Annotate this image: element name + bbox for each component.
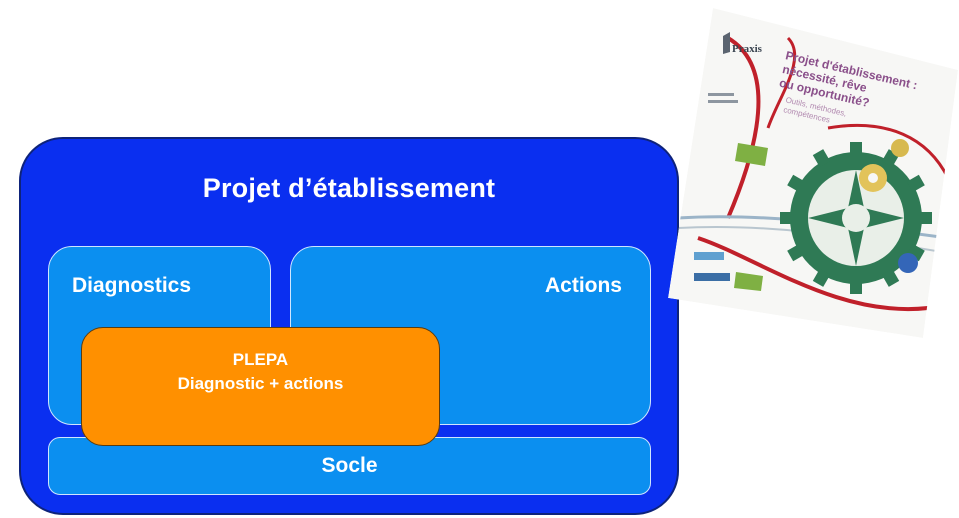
projet-etablissement-container: Projet d’établissement Diagnostics Actio…	[19, 137, 679, 515]
book-cover-image: Praxis Projet d'établissement : nécessit…	[668, 8, 958, 338]
red-curve	[726, 36, 761, 219]
partner-logo	[694, 252, 724, 260]
actions-label: Actions	[544, 274, 622, 297]
red-curve	[697, 236, 929, 312]
praxis-logo-icon	[723, 32, 730, 54]
author-text-mark	[708, 93, 734, 96]
diagnostics-label: Diagnostics	[72, 274, 192, 297]
partner-logo	[694, 273, 730, 281]
green-block	[735, 143, 768, 166]
plepa-box: PLEPA Diagnostic + actions	[81, 327, 440, 446]
plepa-subtitle: Diagnostic + actions	[177, 374, 344, 393]
projet-etablissement-title: Projet d’établissement	[202, 173, 496, 203]
book-cover-svg: Praxis Projet d'établissement : nécessit…	[668, 8, 958, 338]
plepa-title: PLEPA	[232, 350, 289, 369]
small-gear-icon	[898, 253, 918, 273]
red-curve	[827, 123, 950, 179]
green-block	[734, 272, 763, 291]
socle-label: Socle	[321, 454, 378, 477]
socle-panel: Socle	[48, 437, 651, 495]
publisher-name: Praxis	[732, 43, 763, 55]
small-gear-icon	[891, 139, 909, 157]
author-text-mark	[708, 100, 738, 103]
red-curve	[766, 36, 797, 129]
